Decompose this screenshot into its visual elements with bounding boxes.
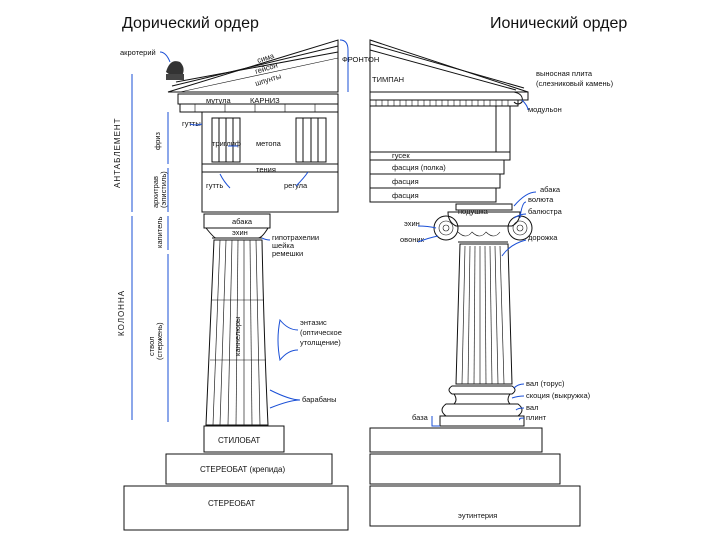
label-ionic-flute: дорожка xyxy=(528,233,558,242)
label-entasis: энтазис xyxy=(300,318,327,327)
label-echinus-doric: эхин xyxy=(232,228,248,237)
side-column: КОЛОННА xyxy=(117,290,126,336)
label-triglyph: триглиф xyxy=(212,139,241,148)
doric-title: Дорический ордер xyxy=(122,15,259,32)
label-taenia: тения xyxy=(256,165,276,174)
label-ionic-abacus: абака xyxy=(540,185,561,194)
label-modillion: модульон xyxy=(528,105,562,114)
acroterion-figure xyxy=(166,61,184,80)
label-cornice: КАРНИЗ xyxy=(250,96,280,105)
label-abacus-doric: абака xyxy=(232,217,253,226)
label-fascia-shelf: фасция (полка) xyxy=(392,163,446,172)
label-cushion: подушка xyxy=(458,207,489,216)
stereobate xyxy=(124,486,348,530)
label-guttae-top: гутты xyxy=(182,119,201,128)
label-stylobate: СТИЛОБАТ xyxy=(218,436,260,445)
ionic-torus xyxy=(449,386,515,394)
label-gutta: гутть xyxy=(206,181,223,190)
ionic-step-2 xyxy=(370,454,560,484)
ionic-frieze xyxy=(370,106,510,152)
ionic-title: Ионический ордер xyxy=(490,15,627,32)
ionic-leader-lines xyxy=(340,40,536,426)
label-fascia-2: фасция xyxy=(392,191,419,200)
label-plinth: плинт xyxy=(526,413,547,422)
label-metope: метопа xyxy=(256,139,282,148)
label-corona-2: (слезниковый камень) xyxy=(536,79,614,88)
dentils xyxy=(376,100,508,106)
doric-order-drawing xyxy=(124,40,348,530)
label-baluster: балюстра xyxy=(528,207,563,216)
label-entasis-2: (оптическое xyxy=(300,328,342,337)
label-tympanum: ТИМПАН xyxy=(372,75,404,84)
side-architrave-2: (эпистиль) xyxy=(159,171,168,208)
ionic-plinth xyxy=(440,416,524,426)
label-annuli: ремешки xyxy=(272,249,303,258)
ionic-fascia-2 xyxy=(370,188,496,202)
ionic-step-1 xyxy=(370,428,542,452)
label-cyma: гусек xyxy=(392,151,410,160)
ionic-scotia xyxy=(454,394,510,404)
side-shaft-2: (стержень) xyxy=(155,322,164,360)
label-ionic-echinus: эхин xyxy=(404,219,420,228)
label-torus: вал (торус) xyxy=(526,379,565,388)
label-torus-2: вал xyxy=(526,403,538,412)
label-scotia: скоция (выкружка) xyxy=(526,391,591,400)
label-ovolo: овоник xyxy=(400,235,425,244)
ionic-corona xyxy=(370,92,528,100)
label-base: база xyxy=(412,413,429,422)
label-stereobate: СТЕРЕОБАТ xyxy=(208,499,255,508)
label-mutula: мутула xyxy=(206,96,231,105)
ionic-pediment xyxy=(370,40,528,92)
label-acroterion: акротерий xyxy=(120,48,156,57)
ionic-torus-2 xyxy=(442,404,522,416)
label-corona: выносная плита xyxy=(536,69,593,78)
side-frieze: фриз xyxy=(153,131,162,150)
label-entasis-3: утолщение) xyxy=(300,338,341,347)
label-euthynteria: эутинтерия xyxy=(458,511,497,520)
label-fascia-1: фасция xyxy=(392,177,419,186)
label-volute: волюта xyxy=(528,195,554,204)
label-stereobate-krepis: СТЕРЕОБАТ (крепида) xyxy=(200,465,286,474)
ionic-cyma xyxy=(370,152,510,160)
side-capital: капитель xyxy=(155,216,164,248)
ionic-step-3 xyxy=(370,486,580,526)
label-flutes: каннелюры xyxy=(233,317,242,356)
ionic-fascia-1 xyxy=(370,174,500,188)
label-drums: барабаны xyxy=(302,395,336,404)
side-entablature: АНТАБЛЕМЕНТ xyxy=(113,117,122,188)
